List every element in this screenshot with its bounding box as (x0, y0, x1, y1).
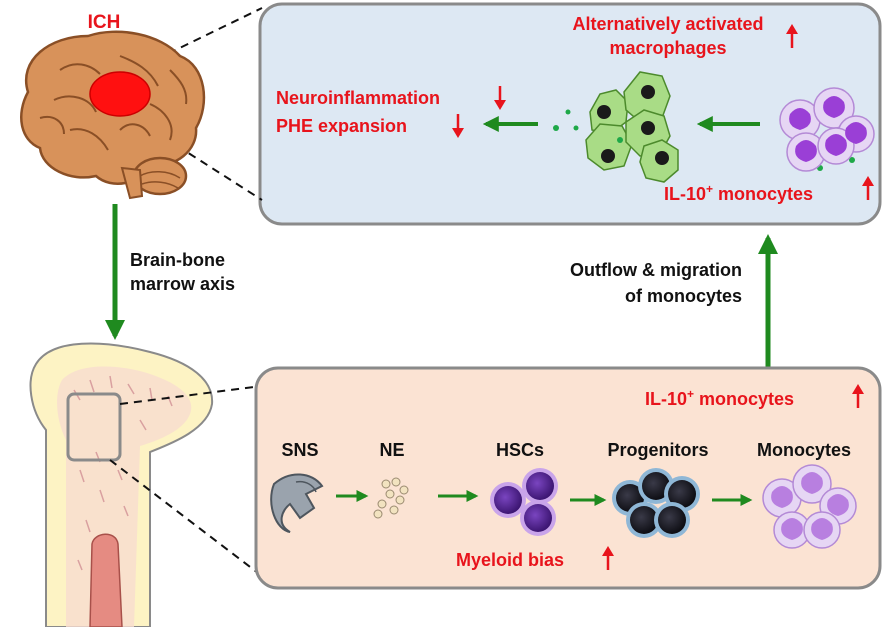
sns-label: SNS (281, 440, 318, 460)
down-arrow-icon (494, 86, 506, 110)
dashed-connector-top (117, 7, 263, 79)
axis-label-line1: Brain-bone (130, 250, 225, 270)
axis-label-line2: marrow axis (130, 274, 235, 294)
il10-monocytes-bottom-label: IL-10+ monocytes (645, 387, 794, 409)
ne-label: NE (379, 440, 404, 460)
progenitor-cells-icon (612, 468, 700, 538)
monocytes-label: Monocytes (757, 440, 851, 460)
monocyte-cluster-icon (762, 464, 857, 549)
neuroinflammation-label: Neuroinflammation (276, 88, 440, 108)
bottom-panel (254, 366, 882, 590)
phe-expansion-label: PHE expansion (276, 116, 407, 136)
dashed-connector-bone-bottom (109, 459, 263, 577)
up-arrow-icon (852, 384, 864, 408)
brain-icon (20, 30, 206, 200)
alt-macrophage-line2: macrophages (609, 38, 726, 58)
up-arrow-icon (602, 546, 614, 570)
bone-marrow-zoom-box (66, 392, 122, 462)
migration-label-line2: of monocytes (625, 286, 742, 306)
ne-molecules-icon (373, 477, 409, 519)
il10-monocytes-top-label: IL-10+ monocytes (664, 182, 813, 204)
dashed-connector-bone-top (119, 385, 263, 405)
il10-monocyte-cluster-icon (779, 87, 875, 172)
up-arrow-icon (786, 24, 798, 48)
ich-label: ICH (88, 12, 121, 33)
bone-icon (29, 342, 214, 627)
macrophage-cluster-icon (585, 71, 679, 183)
sns-nerve-icon (270, 473, 324, 533)
myeloid-bias-label: Myeloid bias (456, 550, 564, 570)
migration-label-line1: Outflow & migration (570, 260, 742, 280)
top-panel (258, 2, 882, 226)
hscs-label: HSCs (496, 440, 544, 460)
down-arrow-icon (452, 114, 464, 138)
alt-macrophage-line1: Alternatively activated (572, 14, 763, 34)
hsc-cells-icon (490, 468, 558, 536)
progenitors-label: Progenitors (607, 440, 708, 460)
hemorrhage-spot (89, 71, 151, 117)
up-arrow-icon (862, 176, 874, 200)
